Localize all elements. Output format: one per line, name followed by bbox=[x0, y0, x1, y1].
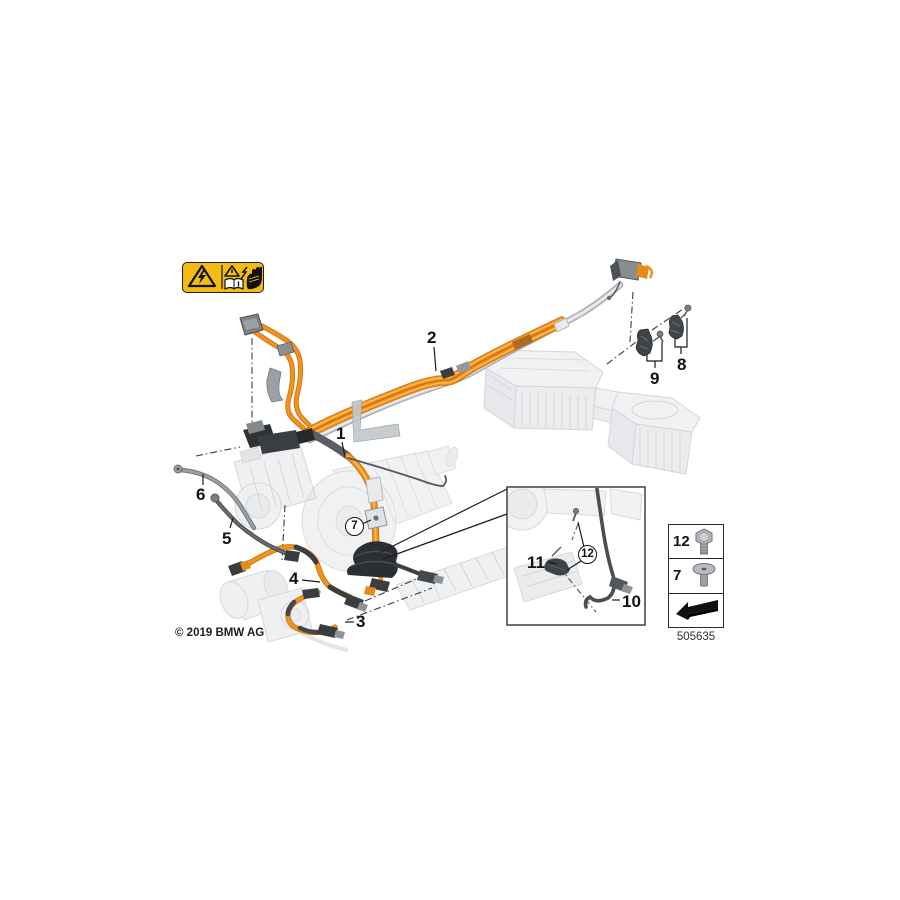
callout-8[interactable]: 8 bbox=[677, 355, 687, 374]
electric-shock-triangle-icon bbox=[187, 264, 217, 288]
legend-row-7[interactable]: 7 bbox=[669, 559, 723, 594]
callout-6[interactable]: 6 bbox=[196, 485, 206, 504]
electric-machine-ghost bbox=[233, 443, 317, 530]
hand-shock-icon bbox=[240, 266, 262, 290]
callout-leader-lines bbox=[202, 318, 688, 623]
hex-bolt-icon bbox=[695, 528, 713, 555]
connectors-and-fittings bbox=[173, 258, 692, 639]
manual-book-icon bbox=[224, 277, 244, 290]
callout-1[interactable]: 1 bbox=[336, 424, 346, 443]
legend-row-direction bbox=[669, 594, 723, 627]
grommet-plug-icon bbox=[692, 562, 716, 587]
callout-3[interactable]: 3 bbox=[356, 612, 366, 631]
warning-triangle-icon bbox=[224, 265, 240, 277]
battery-pack-ghost bbox=[483, 349, 701, 475]
diagram-number: 505635 bbox=[676, 631, 716, 643]
legend-row-12[interactable]: 12 bbox=[669, 525, 723, 560]
callout-9[interactable]: 9 bbox=[650, 369, 660, 388]
callout-7[interactable]: 7 bbox=[345, 517, 364, 536]
front-direction-arrow-icon bbox=[676, 600, 718, 621]
legend-label-7: 7 bbox=[673, 567, 682, 585]
copyright-notice: © 2019 BMW AG bbox=[175, 627, 265, 639]
high-voltage-warning-label bbox=[182, 262, 264, 293]
callout-2[interactable]: 2 bbox=[427, 328, 437, 347]
fastener-legend-table: 12 7 bbox=[668, 524, 724, 628]
callout-5[interactable]: 5 bbox=[222, 529, 232, 548]
callout-4[interactable]: 4 bbox=[289, 569, 299, 588]
detail-inset-box bbox=[506, 486, 646, 626]
callout-11[interactable]: 11 bbox=[527, 553, 545, 572]
callout-12[interactable]: 12 bbox=[578, 545, 597, 564]
callout-10[interactable]: 10 bbox=[622, 592, 641, 611]
legend-label-12: 12 bbox=[673, 533, 690, 551]
